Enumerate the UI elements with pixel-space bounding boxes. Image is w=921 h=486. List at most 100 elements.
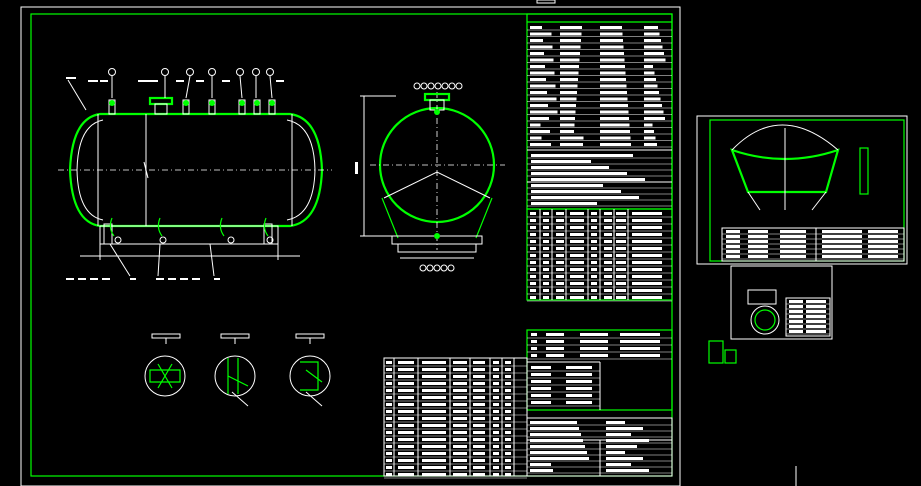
- cell-text: [600, 71, 626, 75]
- cell-text: [531, 178, 645, 181]
- cell-text: [748, 235, 768, 238]
- cell-text: [398, 431, 414, 434]
- cell-text: [780, 250, 806, 253]
- cell-text: [632, 219, 662, 222]
- cell-text: [473, 410, 485, 413]
- cell-text: [604, 282, 612, 285]
- cell-text: [530, 275, 536, 278]
- cell-text: [566, 380, 592, 383]
- cell-text: [493, 382, 499, 385]
- cell-text: [560, 91, 577, 94]
- cell-text: [606, 445, 637, 448]
- cell-text: [806, 305, 826, 308]
- cell-text: [616, 254, 626, 257]
- cell-text: [748, 240, 768, 243]
- cell-text: [616, 282, 626, 285]
- cell-text: [493, 459, 499, 462]
- cell-text: [748, 245, 768, 248]
- cell-text: [591, 212, 597, 215]
- cell-text: [556, 296, 564, 299]
- cell-text: [620, 333, 660, 336]
- cell-text: [493, 410, 499, 413]
- cell-text: [531, 184, 603, 187]
- cell-text: [398, 459, 414, 462]
- manhole-flange: [148, 96, 174, 106]
- sheet2-table: [721, 227, 905, 262]
- cell-text: [386, 389, 392, 392]
- cell-text: [531, 387, 551, 390]
- bottom-nozzle-4: [263, 217, 269, 237]
- cell-text: [530, 261, 536, 264]
- cell-text: [453, 403, 467, 406]
- cell-text: [386, 445, 392, 448]
- cell-text: [530, 451, 587, 454]
- cell-text: [604, 275, 612, 278]
- cell-text: [543, 226, 549, 229]
- cell-text: [530, 212, 536, 215]
- cell-text: [543, 289, 549, 292]
- cell-text: [531, 333, 537, 336]
- cell-text: [398, 410, 414, 413]
- cell-text: [606, 451, 625, 454]
- saddle-base: [99, 225, 279, 245]
- cell-text: [644, 91, 659, 94]
- cell-text: [556, 268, 564, 271]
- cell-text: [632, 226, 662, 229]
- cell-text: [556, 212, 564, 215]
- cell-text: [600, 104, 628, 107]
- cell-text: [530, 219, 536, 222]
- cell-text: [505, 389, 511, 392]
- bottom-nozzle-1: [109, 217, 115, 237]
- cell-text: [591, 268, 597, 271]
- cell-text: [580, 354, 608, 357]
- cell-text: [789, 310, 803, 313]
- cell-text: [505, 424, 511, 427]
- cell-text: [644, 104, 662, 107]
- cell-text: [386, 438, 392, 441]
- cell-text: [386, 417, 392, 420]
- cell-text: [632, 240, 662, 243]
- cell-text: [556, 240, 564, 243]
- cell-text: [531, 196, 639, 199]
- cell-text: [644, 110, 664, 114]
- cell-text: [591, 240, 597, 243]
- cell-text: [632, 212, 662, 215]
- bottom-nozzle-2: [157, 217, 163, 237]
- cell-text: [600, 123, 630, 127]
- cell-text: [473, 459, 485, 462]
- cell-text: [560, 84, 578, 88]
- cell-text: [644, 84, 658, 88]
- cell-text: [493, 375, 499, 378]
- cell-text: [604, 296, 612, 299]
- nozzle-dot: [183, 100, 189, 106]
- saddle-legs: [381, 197, 493, 239]
- cell-text: [644, 143, 657, 146]
- cell-text: [505, 459, 511, 462]
- cell-text: [505, 396, 511, 399]
- cell-text: [780, 245, 806, 248]
- cell-text: [560, 143, 583, 146]
- tank-front-elevation: [58, 68, 332, 280]
- cell-text: [822, 235, 862, 238]
- cell-text: [806, 325, 826, 328]
- detail-2: [214, 333, 256, 407]
- cell-text: [556, 247, 564, 250]
- cell-text: [606, 469, 649, 472]
- cell-text: [422, 424, 446, 427]
- cell-text: [530, 427, 579, 430]
- cell-text: [570, 282, 584, 285]
- cell-text: [531, 354, 537, 357]
- cell-text: [453, 466, 467, 469]
- cell-text: [422, 389, 446, 392]
- cell-text: [591, 261, 597, 264]
- cell-text: [632, 282, 662, 285]
- cell-text: [591, 233, 597, 236]
- cell-text: [473, 361, 485, 364]
- cell-text: [632, 247, 662, 250]
- cell-text: [644, 65, 653, 68]
- cell-text: [748, 250, 768, 253]
- cell-text: [398, 466, 414, 469]
- cell-text: [473, 417, 485, 420]
- cell-text: [560, 78, 578, 81]
